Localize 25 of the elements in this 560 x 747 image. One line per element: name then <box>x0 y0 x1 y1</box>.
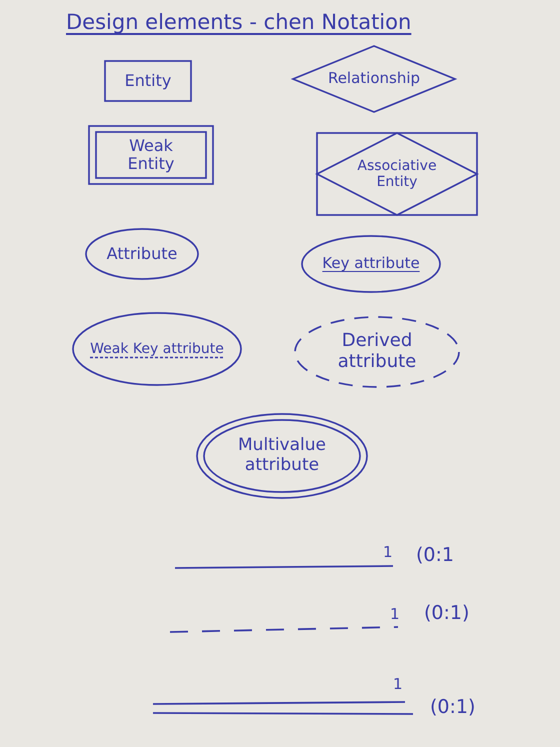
shape-label: Multivalue attribute <box>237 436 327 476</box>
shape-label: Attribute <box>106 244 178 264</box>
key-attribute-ellipse <box>301 235 441 293</box>
relationship-diamond <box>292 45 456 113</box>
shape-label: Derived attribute <box>336 331 418 373</box>
cardinality-mark: 1 <box>383 544 393 560</box>
cardinality-label: (0:1) <box>424 603 470 624</box>
shape-label: Key attribute <box>322 255 420 273</box>
cardinality-label: (0:1) <box>430 697 476 718</box>
page-title: Design elements - chen Notation <box>66 10 412 34</box>
multivalue-attribute-double-ellipse <box>196 413 368 499</box>
attribute-ellipse <box>85 228 199 280</box>
cardinality-label: (0:1 <box>416 545 454 566</box>
shape-label: Associative Entity <box>356 158 438 190</box>
entity-rectangle <box>104 60 192 102</box>
shape-label: Weak Entity <box>126 136 176 174</box>
cardinality-mark: 1 <box>393 676 403 692</box>
weak-key-attribute-ellipse <box>72 312 242 386</box>
shape-label: Entity <box>124 72 172 90</box>
derived-attribute-dashed-ellipse <box>294 316 460 388</box>
associative-entity-symbol <box>316 132 478 216</box>
shape-label: Weak Key attribute <box>90 340 224 358</box>
shape-label: Relationship <box>328 70 420 88</box>
weak-entity-double-rectangle <box>88 125 214 185</box>
cardinality-mark: 1 <box>390 606 400 622</box>
